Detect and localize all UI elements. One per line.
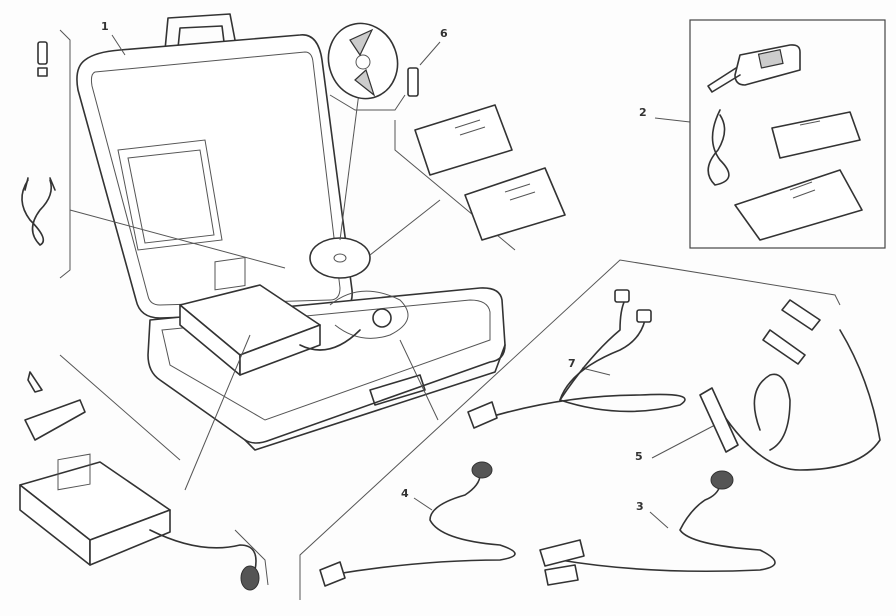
kit-2-contents	[707, 44, 863, 241]
cable-4	[319, 461, 516, 587]
callout-6: 6	[440, 27, 448, 40]
software-cd-and-usb-key	[37, 22, 419, 100]
callout-3: 3	[636, 500, 644, 513]
carrying-case	[76, 13, 506, 451]
kit-2-frame	[689, 19, 886, 249]
cable-7	[467, 289, 686, 429]
callout-2: 2	[639, 106, 647, 119]
callout-7: 7	[568, 357, 576, 370]
usb-cable	[21, 179, 53, 246]
callout-1: 1	[101, 20, 109, 33]
callout-4: 4	[401, 487, 409, 500]
manuals	[414, 104, 566, 241]
cable-5-battery-clamps	[699, 299, 881, 471]
cable-3	[539, 470, 776, 586]
callout-5: 5	[635, 450, 643, 463]
device-with-strap	[19, 371, 260, 591]
